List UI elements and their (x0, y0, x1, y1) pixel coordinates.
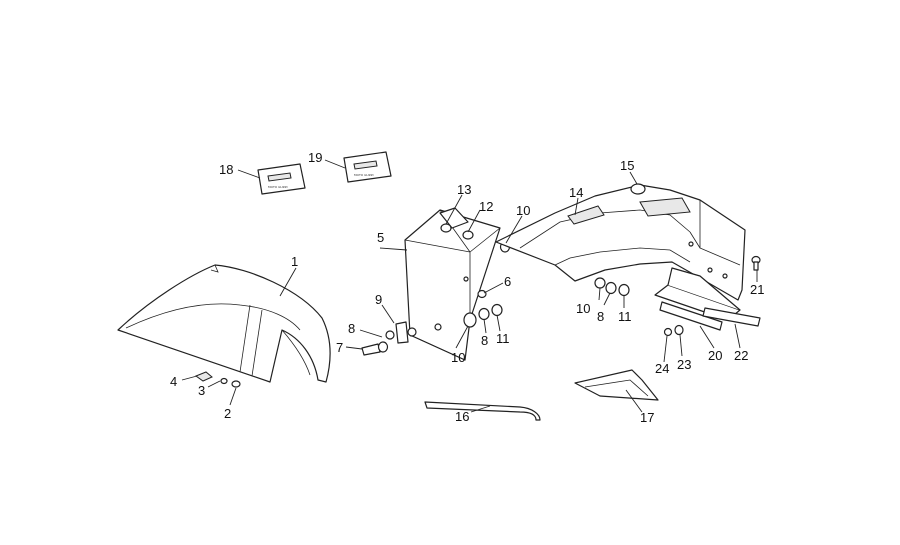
callout-23: 23 (677, 357, 691, 372)
callout-20: 20 (708, 348, 722, 363)
callout-10-top: 10 (516, 203, 530, 218)
callout-7: 7 (336, 340, 343, 355)
callout-14: 14 (569, 185, 583, 200)
plate-bracket (654, 267, 761, 331)
callout-22: 22 (734, 348, 748, 363)
callout-21: 21 (750, 282, 764, 297)
bracket-top-hardware (440, 223, 474, 240)
rear-fender (495, 184, 746, 301)
callout-18: 18 (219, 162, 233, 177)
callout-1: 1 (291, 254, 298, 269)
front-fender-hardware (194, 371, 241, 388)
callout-13: 13 (457, 182, 471, 197)
callout-8-rear: 8 (597, 309, 604, 324)
rear-fender-plug (630, 183, 646, 195)
callout-numbers: 1 2 3 4 5 6 7 8 9 10 8 11 12 13 10 14 15… (170, 150, 764, 425)
callout-17: 17 (640, 410, 654, 425)
callout-10-rear: 10 (576, 301, 590, 316)
bracket-right-hardware (463, 241, 511, 328)
tool-bag (574, 369, 659, 401)
callout-16: 16 (455, 409, 469, 424)
callout-9: 9 (375, 292, 382, 307)
callout-8-bracket: 8 (481, 333, 488, 348)
callout-19: 19 (308, 150, 322, 165)
tool-strap (424, 401, 541, 421)
callout-12: 12 (479, 199, 493, 214)
callout-6: 6 (504, 274, 511, 289)
callout-2: 2 (224, 406, 231, 421)
callout-4: 4 (170, 374, 177, 389)
bracket-left-hardware (361, 321, 409, 356)
callout-5: 5 (377, 230, 384, 245)
callout-11-bracket: 11 (496, 331, 510, 346)
front-fender (117, 264, 331, 383)
plate-bracket-hardware (663, 324, 684, 337)
callout-11-rear: 11 (618, 309, 632, 324)
decal-19: MOTO GUZZI (343, 151, 392, 183)
leader-lines (181, 159, 758, 413)
svg-text:MOTO GUZZI: MOTO GUZZI (268, 185, 288, 189)
svg-text:MOTO GUZZI: MOTO GUZZI (354, 173, 374, 177)
callout-10-bracket: 10 (451, 350, 465, 365)
rear-fender-hardware (594, 277, 630, 297)
callout-3: 3 (198, 383, 205, 398)
callout-8-left: 8 (348, 321, 355, 336)
callout-15: 15 (620, 158, 634, 173)
decal-18: MOTO GUZZI (257, 163, 306, 195)
rear-screw-21 (751, 255, 761, 271)
callout-24: 24 (655, 361, 669, 376)
